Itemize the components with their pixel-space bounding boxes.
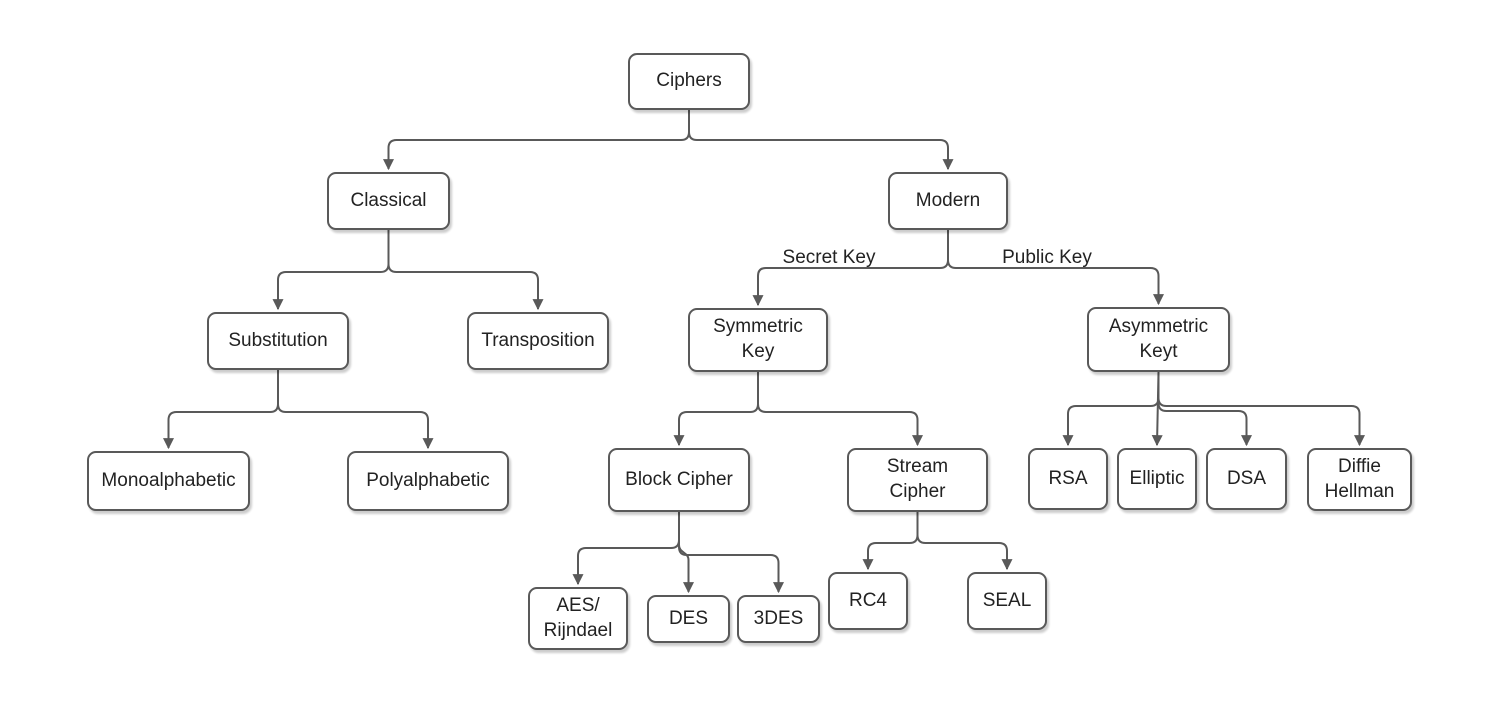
node-modern-label: Modern [915,189,981,211]
node-modern: Modern [888,172,1008,230]
node-elliptic: Elliptic [1117,448,1197,510]
edge-ciphers-to-modern [688,110,954,171]
node-polyalphabetic: Polyalphabetic [347,451,509,511]
node-elliptic-label: Elliptic [1129,467,1185,489]
edge-asymmetric-keyt-to-diffie-hellman [1157,372,1365,447]
node-diffie-hellman: Diffie Hellman [1307,448,1412,511]
edge-ciphers-to-classical [383,110,690,171]
edge-label-public-key: Public Key [1002,247,1092,268]
node-classical-label: Classical [350,189,427,211]
node-ciphers-label: Ciphers [656,70,722,92]
edge-classical-to-substitution [272,230,390,311]
node-asymmetric-keyt: Asymmetric Keyt [1087,307,1230,372]
node-transposition: Transposition [467,312,609,370]
node-ciphers: Ciphers [628,53,750,110]
edge-substitution-to-monoalphabetic [163,370,279,450]
node-diffie-hellman-label: Diffie Hellman [1324,455,1395,502]
node-aes-rijndael: AES/ Rijndael [528,587,628,650]
node-monoalphabetic-label: Monoalphabetic [101,469,236,491]
edge-asymmetric-keyt-to-rsa [1062,372,1160,447]
node-asymmetric-keyt-label: Asymmetric Keyt [1108,315,1209,362]
node-block-cipher-label: Block Cipher [625,468,733,490]
node-seal: SEAL [967,572,1047,630]
node-substitution: Substitution [207,312,349,370]
edge-asymmetric-keyt-to-dsa [1157,372,1252,447]
node-symmetric-key-label: Symmetric Key [713,316,803,362]
edge-stream-cipher-to-rc4 [862,512,919,571]
edge-stream-cipher-to-seal [916,512,1013,571]
node-stream-cipher: Stream Cipher [847,448,988,512]
node-transposition-label: Transposition [481,329,595,351]
edge-label-secret-key: Secret Key [782,247,876,268]
edge-classical-to-transposition [387,230,544,311]
node-dsa-label: DSA [1226,467,1267,489]
edge-modern-to-asymmetric-keyt [947,230,1164,306]
node-rc4: RC4 [828,572,908,630]
node-monoalphabetic: Monoalphabetic [87,451,250,511]
node-substitution-label: Substitution [228,329,328,351]
node-3des-label: 3DES [753,607,804,629]
node-des: DES [647,595,730,643]
node-block-cipher: Block Cipher [608,448,750,512]
edge-block-cipher-to-3des [678,512,784,594]
edge-symmetric-key-to-block-cipher [673,372,759,447]
edge-block-cipher-to-aes-rijndael [572,512,680,586]
node-3des: 3DES [737,595,820,643]
node-classical: Classical [327,172,450,230]
node-rc4-label: RC4 [848,589,887,611]
edge-substitution-to-polyalphabetic [277,370,434,450]
node-aes-rijndael-label: AES/ Rijndael [543,594,613,641]
node-dsa: DSA [1206,448,1287,510]
node-rsa: RSA [1028,448,1108,510]
node-seal-label: SEAL [982,589,1032,611]
node-symmetric-key: Symmetric Key [688,308,828,372]
node-stream-cipher-label: Stream Cipher [886,456,949,502]
edge-symmetric-key-to-stream-cipher [757,372,923,447]
node-des-label: DES [668,607,709,629]
node-rsa-label: RSA [1048,467,1088,489]
node-polyalphabetic-label: Polyalphabetic [366,469,490,491]
